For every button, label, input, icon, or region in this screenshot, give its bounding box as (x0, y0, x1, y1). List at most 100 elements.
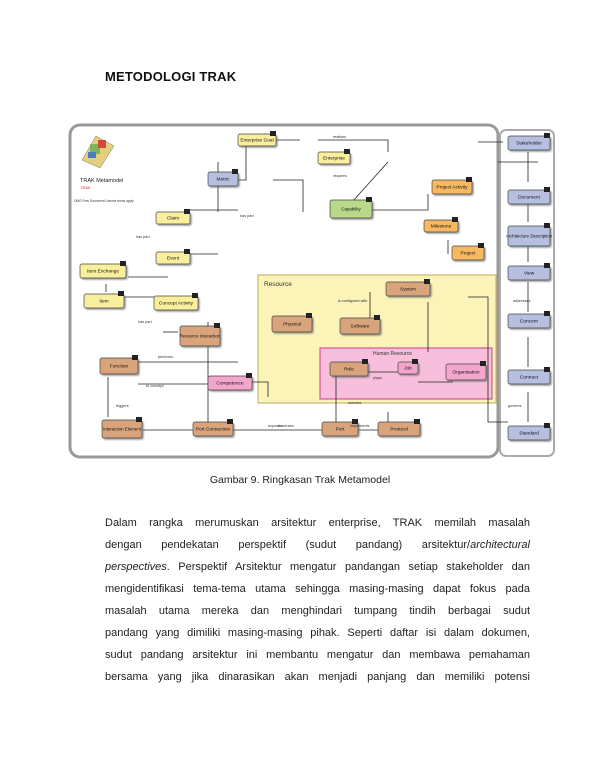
stereotype-icon (452, 217, 458, 222)
stereotype-icon (544, 367, 550, 372)
trak-logo: TRAK Metamodel TRAK OMG Free Document Li… (74, 134, 134, 203)
edge-label: requires (333, 174, 347, 178)
edge-label: plays (373, 376, 382, 380)
stereotype-icon (118, 291, 124, 296)
node-label: Software (351, 324, 370, 330)
node-label: Enterprise (323, 156, 345, 162)
paragraph-line: pandang yang dimiliki masing-masing piha… (105, 627, 530, 639)
node-label: Metric (216, 177, 230, 183)
node-label: Document (518, 195, 541, 201)
stereotype-icon (544, 263, 550, 268)
node-metric: Metric (207, 169, 239, 187)
node-label: Architecture Description (506, 234, 553, 239)
stereotype-icon (414, 419, 420, 424)
human-resource-label: Human Resource (373, 351, 412, 357)
edge-label: has part (240, 214, 255, 218)
edge-label: has part (136, 235, 151, 239)
stereotype-icon (192, 293, 198, 298)
node-concern: Concern (507, 311, 551, 329)
stereotype-icon (246, 373, 252, 378)
node-concept-activity: Concept Activity (153, 293, 199, 311)
node-milestone: Milestone (423, 217, 459, 233)
logo-note: OMG Free Document License terms apply (74, 199, 134, 203)
node-job: Job (397, 359, 419, 375)
node-enterprise-goal: Enterprise Goal (237, 131, 277, 147)
node-label: Standard (519, 431, 539, 437)
node-claim: Claim (155, 209, 191, 225)
stereotype-icon (544, 133, 550, 138)
node-standard: Standard (507, 423, 551, 441)
figure-caption: Gambar 9. Ringkasan Trak Metamodel (209, 474, 391, 486)
paragraph-line: dengan pendekatan perspektif (sudut pand… (105, 539, 530, 551)
stereotype-icon (480, 361, 486, 366)
node-label: Enterprise Goal (240, 138, 273, 144)
edge-label: performs (158, 355, 173, 359)
node-label: Claim (167, 216, 179, 222)
stereotype-icon (184, 209, 190, 214)
node-event: Event (155, 249, 191, 265)
edge-label: realises (333, 135, 346, 139)
stereotype-icon (306, 313, 312, 318)
node-label: Project (461, 251, 477, 257)
stereotype-icon (424, 279, 430, 284)
node-stakeholder: Stakeholder (507, 133, 551, 151)
node-resource-interaction: Resource Interaction (179, 323, 221, 347)
node-label: Event (167, 256, 180, 262)
node-software: Software (339, 315, 381, 335)
node-label: Interaction Element (103, 427, 142, 432)
node-organisation: Organisation (445, 361, 487, 381)
resource-region-label: Resource (264, 281, 292, 288)
stereotype-icon (544, 423, 550, 428)
node-item: Item (83, 291, 125, 309)
node-architecture-description: Architecture Description (506, 223, 553, 247)
connectors (105, 139, 538, 432)
node-function: Function (99, 355, 139, 375)
node-interaction-element: Interaction Element (101, 417, 143, 439)
node-label: Item (99, 299, 108, 305)
node-label: Protocol (390, 427, 408, 433)
node-label: Milestone (431, 224, 452, 230)
node-label: Project Activity (436, 185, 468, 191)
stereotype-icon (344, 149, 350, 154)
logo-title: TRAK Metamodel (80, 178, 123, 184)
node-capability: Capability (329, 197, 373, 219)
stereotype-icon (478, 243, 484, 248)
stereotype-icon (544, 187, 550, 192)
stereotype-icon (120, 261, 126, 266)
trak-metamodel-figure: Resource Human Resource (68, 122, 558, 460)
paragraph-line: masalah utama mereka dan menghindari tum… (105, 605, 530, 617)
node-label: Contract (520, 375, 539, 381)
node-port: Port (321, 419, 359, 437)
stereotype-icon (366, 197, 372, 202)
paragraph-line: bersama yang jika dinarasikan akan menja… (105, 671, 530, 683)
node-system: System (385, 279, 431, 297)
stereotype-icon (184, 249, 190, 254)
edge-label: exposes (268, 424, 282, 428)
edge-label: addresses (513, 299, 531, 303)
edge-labels: realises requires has part has part has … (116, 135, 531, 428)
node-enterprise: Enterprise (317, 149, 351, 165)
node-label: View (524, 271, 535, 277)
node-project-activity: Project Activity (431, 177, 473, 195)
stereotype-icon (232, 169, 238, 174)
node-contract: Contract (507, 367, 551, 385)
node-port-connection: Port Connection (192, 419, 234, 437)
node-document: Document (507, 187, 551, 205)
node-physical: Physical (271, 313, 313, 333)
logo-subtitle: TRAK (80, 185, 91, 190)
node-competence: Competence (207, 373, 253, 391)
page-heading: METODOLOGI TRAK (105, 69, 237, 84)
node-label: System (400, 287, 416, 293)
paragraph-line: perspectives. Perspektif Arsitektur meng… (105, 561, 530, 573)
node-protocol: Protocol (377, 419, 421, 437)
node-label: Competence (216, 381, 244, 387)
stereotype-icon (214, 323, 220, 328)
edge-label: implements (350, 424, 370, 428)
node-label: Concept Activity (159, 301, 194, 307)
node-label: Capability (341, 207, 361, 212)
edge-label: sources (348, 401, 361, 405)
edge-label: governs (508, 404, 522, 408)
stereotype-icon (352, 419, 358, 424)
node-label: Stakeholder (516, 141, 542, 147)
node-label: Port Connection (196, 427, 231, 433)
